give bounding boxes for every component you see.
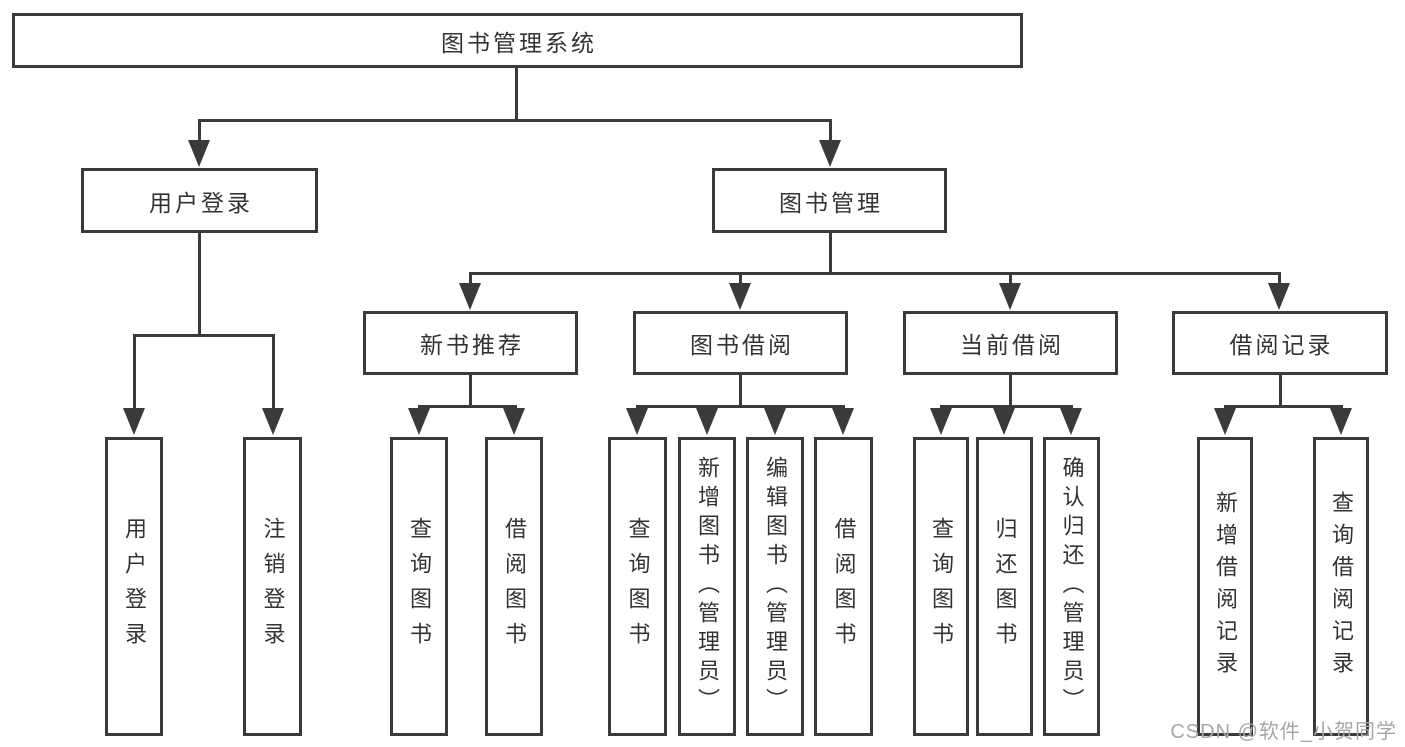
arrow-down-icon bbox=[930, 408, 952, 435]
connector-line bbox=[272, 334, 275, 410]
node-system-root: 图书管理系统 bbox=[12, 13, 1023, 68]
leaf-return-books: 归还图书 bbox=[976, 437, 1033, 736]
connector-line bbox=[515, 66, 518, 121]
watermark: CSDN @软件_小贺同学 bbox=[1170, 721, 1397, 743]
arrow-down-icon bbox=[696, 408, 718, 435]
node-label: 确认归还（管理员） bbox=[1059, 456, 1085, 717]
arrow-down-icon bbox=[764, 408, 786, 435]
connector-line bbox=[469, 272, 472, 284]
connector-line bbox=[418, 405, 517, 408]
node-label: 借阅图书 bbox=[502, 516, 527, 657]
connector-line bbox=[636, 405, 845, 408]
arrow-down-icon bbox=[729, 283, 751, 310]
node-label: 借阅图书 bbox=[831, 516, 857, 657]
connector-line bbox=[1278, 272, 1281, 284]
connector-line bbox=[198, 119, 832, 122]
node-label: 查询图书 bbox=[625, 516, 651, 657]
connector-line bbox=[1009, 374, 1012, 407]
node-label: 用户登录 bbox=[122, 516, 147, 657]
leaf-borrow-books: 借阅图书 bbox=[814, 437, 873, 736]
connector-line bbox=[829, 231, 832, 275]
leaf-query-books-current: 查询图书 bbox=[913, 437, 969, 736]
node-current-borrow: 当前借阅 bbox=[903, 311, 1118, 375]
arrow-down-icon bbox=[626, 408, 648, 435]
arrow-down-icon bbox=[1330, 408, 1352, 435]
node-label: 新增借阅记录 bbox=[1213, 490, 1238, 683]
node-new-book-recommend: 新书推荐 bbox=[363, 311, 578, 375]
connector-line bbox=[940, 405, 1073, 408]
connector-line bbox=[133, 334, 275, 337]
leaf-add-books-admin: 新增图书（管理员） bbox=[678, 437, 736, 736]
node-book-borrow: 图书借阅 bbox=[633, 311, 848, 375]
arrow-down-icon bbox=[503, 408, 525, 435]
connector-line bbox=[198, 231, 201, 336]
connector-line bbox=[469, 374, 472, 407]
arrow-down-icon bbox=[262, 408, 284, 435]
node-label: 图书管理系统 bbox=[441, 29, 597, 56]
connector-line bbox=[1009, 272, 1012, 284]
arrow-down-icon bbox=[123, 408, 145, 435]
arrow-down-icon bbox=[832, 408, 854, 435]
arrow-down-icon bbox=[819, 140, 841, 167]
node-label: 新书推荐 bbox=[420, 332, 524, 358]
arrow-down-icon bbox=[999, 283, 1021, 310]
connector-line bbox=[739, 374, 742, 407]
arrow-down-icon bbox=[1060, 408, 1082, 435]
node-label: 图书管理 bbox=[779, 189, 883, 216]
node-label: 查询图书 bbox=[929, 516, 954, 657]
node-label: 借阅记录 bbox=[1229, 332, 1334, 358]
leaf-add-borrow-record: 新增借阅记录 bbox=[1197, 437, 1253, 736]
node-label: 注销登录 bbox=[260, 516, 286, 657]
node-label: 编辑图书（管理员） bbox=[763, 456, 788, 717]
connector-line bbox=[829, 119, 832, 145]
leaf-user-login: 用户登录 bbox=[105, 437, 163, 736]
arrow-down-icon bbox=[459, 283, 481, 310]
leaf-confirm-return-admin: 确认归还（管理员） bbox=[1043, 437, 1100, 736]
node-label: 查询图书 bbox=[407, 516, 432, 657]
node-label: 新增图书（管理员） bbox=[695, 456, 720, 717]
leaf-query-borrow-record: 查询借阅记录 bbox=[1313, 437, 1369, 736]
leaf-logout: 注销登录 bbox=[243, 437, 302, 736]
connector-line bbox=[739, 272, 742, 284]
arrow-down-icon bbox=[1214, 408, 1236, 435]
arrow-down-icon bbox=[408, 408, 430, 435]
node-label: 用户登录 bbox=[149, 189, 253, 216]
node-label: 当前借阅 bbox=[960, 332, 1064, 358]
connector-line bbox=[1224, 405, 1343, 408]
arrow-down-icon bbox=[993, 408, 1015, 435]
node-borrow-record: 借阅记录 bbox=[1172, 311, 1388, 375]
arrow-down-icon bbox=[188, 140, 210, 167]
node-label: 归还图书 bbox=[992, 516, 1018, 657]
leaf-borrow-books-recommend: 借阅图书 bbox=[485, 437, 543, 736]
leaf-edit-books-admin: 编辑图书（管理员） bbox=[746, 437, 804, 736]
connector-line bbox=[133, 334, 136, 410]
connector-line bbox=[1279, 374, 1282, 407]
arrow-down-icon bbox=[1268, 283, 1290, 310]
node-book-management: 图书管理 bbox=[712, 168, 947, 233]
node-label: 查询借阅记录 bbox=[1329, 490, 1354, 683]
connector-line bbox=[469, 272, 1281, 275]
leaf-query-books-recommend: 查询图书 bbox=[390, 437, 448, 736]
node-user-login: 用户登录 bbox=[81, 168, 318, 233]
node-label: 图书借阅 bbox=[690, 332, 794, 358]
connector-line bbox=[198, 119, 201, 145]
leaf-query-books: 查询图书 bbox=[608, 437, 667, 736]
